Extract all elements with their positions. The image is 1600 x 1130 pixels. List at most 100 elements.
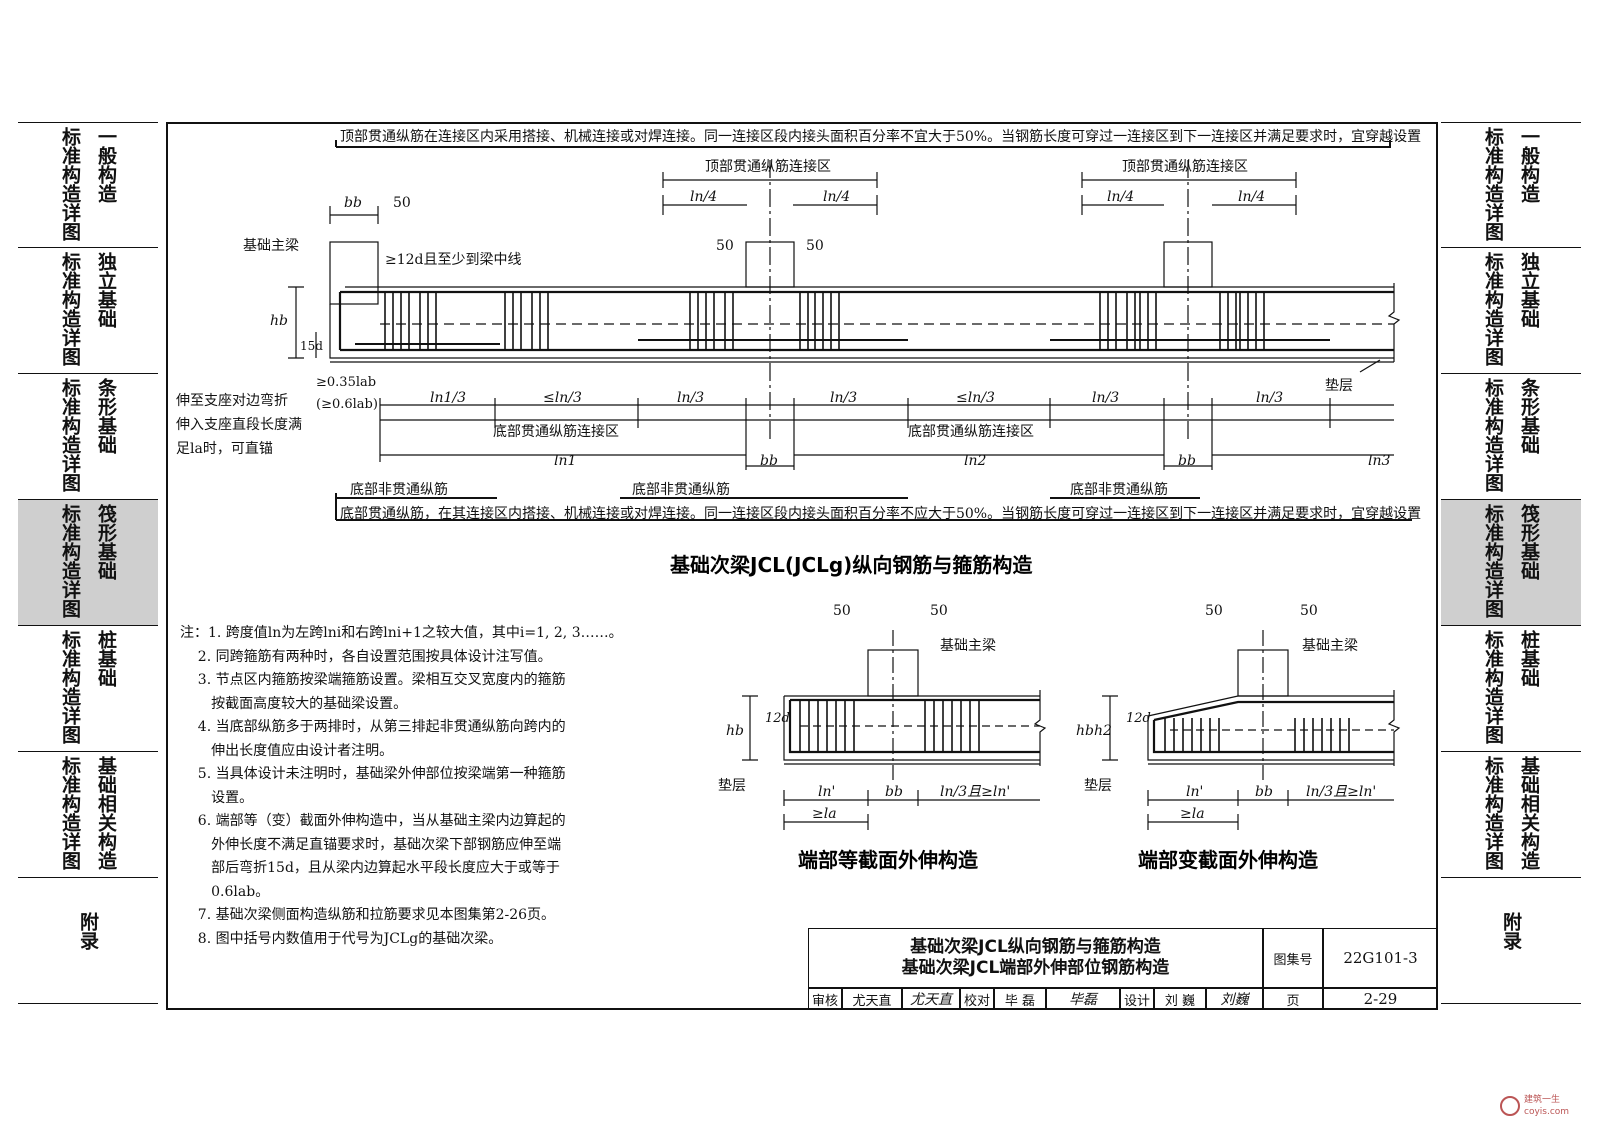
sidebar-tab-appendix[interactable]: 附录	[18, 878, 158, 1004]
dim-le-ln3-a: ≤ln/3	[543, 390, 582, 406]
detail-right-50b: 50	[1300, 603, 1318, 619]
dim-bb-1: bb	[760, 453, 778, 469]
sidebar-tab-pile[interactable]: 标准构造详图桩基础	[1441, 626, 1581, 752]
detail-left-cushion: 垫层	[718, 778, 746, 794]
dim-ln3-a: ln/3	[677, 390, 704, 406]
dim-50-b: 50	[806, 238, 824, 254]
note-line: 7. 基础次梁侧面构造纵筋和拉筋要求见本图集第2-26页。	[180, 907, 556, 923]
detail-right-50a: 50	[1205, 603, 1223, 619]
detail-right-bb: bb	[1255, 784, 1273, 800]
detail-right-ln-prime: ln'	[1186, 784, 1203, 800]
sidebar-tab-appendix[interactable]: 附录	[1441, 878, 1581, 1004]
detail-right-hb: hb	[1076, 723, 1094, 739]
design-label: 设计	[1120, 988, 1154, 1010]
dim-hb: hb	[270, 313, 288, 329]
note-line: 5. 当具体设计未注明时，基础梁外伸部位按梁端第一种箍筋	[180, 766, 566, 782]
main-title: 基础次梁JCL(JCLg)纵向钢筋与箍筋构造	[670, 553, 1033, 577]
dim-ln4-b: ln/4	[823, 189, 850, 205]
top-note: 顶部贯通纵筋在连接区内采用搭接、机械连接或对焊连接。同一连接区段内接头面积百分率…	[340, 128, 1421, 145]
page-number: 2-29	[1323, 988, 1438, 1010]
dim-ln3-end: ln3	[1368, 453, 1390, 469]
detail-left-hb: hb	[726, 723, 744, 739]
detail-left-la: ≥la	[812, 806, 837, 822]
sidebar-tab-related[interactable]: 标准构造详图基础相关构造	[1441, 752, 1581, 878]
detail-right-h2: h2	[1094, 723, 1112, 739]
drawing-frame	[166, 122, 1438, 1010]
sidebar-tab-raft[interactable]: 标准构造详图筏形基础	[18, 500, 158, 626]
atlas-label: 图集号	[1263, 928, 1323, 988]
note-line: 4. 当底部纵筋多于两排时，从第三排起非贯通纵筋向跨内的	[180, 719, 566, 735]
dim-ln1: ln1	[554, 453, 576, 469]
bottom-zone-label-2: 底部贯通纵筋连接区	[908, 423, 1034, 440]
dim-bb-2: bb	[1178, 453, 1196, 469]
detail-left-ln-prime: ln'	[818, 784, 835, 800]
title-block: 基础次梁JCL纵向钢筋与箍筋构造基础次梁JCL端部外伸部位钢筋构造 图集号 22…	[808, 928, 1438, 1010]
sidebar-tab-isolated[interactable]: 标准构造详图独立基础	[1441, 248, 1581, 374]
note-line: 设置。	[180, 789, 254, 806]
sidebar-tab-isolated[interactable]: 标准构造详图独立基础	[18, 248, 158, 374]
note-line: 8. 图中括号内数值用于代号为JCLg的基础次梁。	[180, 930, 503, 947]
bottom-note: 底部贯通纵筋，在其连接区内搭接、机械连接或对焊连接。同一连接区段内接头面积百分率…	[340, 505, 1421, 522]
top-zone-label-1: 顶部贯通纵筋连接区	[705, 158, 831, 175]
anchor-len: ≥0.35lab	[316, 375, 376, 390]
sidebar-tab-pile[interactable]: 标准构造详图桩基础	[18, 626, 158, 752]
detail-right-12d: 12d	[1126, 711, 1151, 726]
note-line: 按截面高度较大的基础梁设置。	[180, 695, 408, 712]
dim-50-top: 50	[393, 195, 411, 211]
note-line: 伸出长度值应由设计者注明。	[180, 742, 394, 759]
detail-right-main-beam: 基础主梁	[1302, 637, 1358, 654]
dim-ln3-b: ln/3	[830, 390, 857, 406]
detail-left-right-dim: ln/3且≥ln'	[940, 784, 1010, 800]
sidebar-tab-strip[interactable]: 标准构造详图条形基础	[18, 374, 158, 500]
dim-ln3-c: ln/3	[1092, 390, 1119, 406]
dim-ln1-3: ln1/3	[430, 390, 466, 406]
cushion-label: 垫层	[1325, 378, 1353, 394]
designer: 刘 巍	[1154, 988, 1206, 1010]
detail-left-title: 端部等截面外伸构造	[798, 848, 979, 872]
check-label: 校对	[960, 988, 994, 1010]
top-zone-label-2: 顶部贯通纵筋连接区	[1122, 158, 1248, 175]
detail-left-bb: bb	[885, 784, 903, 800]
designer-signature: 刘巍	[1206, 988, 1263, 1010]
dim-le-ln3-b: ≤ln/3	[956, 390, 995, 406]
dim-ln4-d: ln/4	[1238, 189, 1265, 205]
dim-15d: 15d	[300, 339, 323, 353]
sidebar-tab-related[interactable]: 标准构造详图基础相关构造	[18, 752, 158, 878]
note-line: 0.6lab。	[180, 883, 270, 900]
dim-ln4-c: ln/4	[1107, 189, 1134, 205]
note-line: 6. 端部等（变）截面外伸构造中，当从基础主梁内边算起的	[180, 813, 566, 829]
svg-text:coyis.com: coyis.com	[1524, 1107, 1569, 1117]
side-note-1: 伸至支座对边弯折	[176, 392, 288, 409]
detail-right-right-dim: ln/3且≥ln'	[1306, 784, 1376, 800]
sidebar-tab-general[interactable]: 标准构造详图一般构造	[1441, 122, 1581, 248]
checker: 毕 磊	[994, 988, 1046, 1010]
review-label: 审核	[808, 988, 842, 1010]
anchor-len-g: (≥0.6lab)	[316, 397, 378, 412]
sidebar-tab-raft[interactable]: 标准构造详图筏形基础	[1441, 500, 1581, 626]
detail-left-main-beam: 基础主梁	[940, 637, 996, 654]
non-through-1: 底部非贯通纵筋	[350, 481, 448, 498]
detail-left-12d: 12d	[765, 711, 790, 726]
detail-left-50b: 50	[930, 603, 948, 619]
note-line: 外伸长度不满足直锚要求时，基础次梁下部钢筋应伸至端	[180, 836, 562, 853]
dim-50-a: 50	[716, 238, 734, 254]
bottom-zone-label-1: 底部贯通纵筋连接区	[493, 423, 619, 440]
sidebar-tab-strip[interactable]: 标准构造详图条形基础	[1441, 374, 1581, 500]
sidebar-left: 标准构造详图一般构造 标准构造详图独立基础 标准构造详图条形基础 标准构造详图筏…	[18, 122, 158, 1004]
reviewer: 尤天直	[842, 988, 902, 1010]
reviewer-signature: 尤天直	[902, 988, 960, 1010]
detail-left-50a: 50	[833, 603, 851, 619]
detail-right-title: 端部变截面外伸构造	[1138, 848, 1319, 872]
checker-signature: 毕磊	[1046, 988, 1120, 1010]
dim-ln3-d: ln/3	[1256, 390, 1283, 406]
non-through-2: 底部非贯通纵筋	[632, 481, 730, 498]
side-note-2: 伸入支座直段长度满	[176, 416, 302, 433]
detail-right-la: ≥la	[1180, 806, 1205, 822]
sidebar-tab-general[interactable]: 标准构造详图一般构造	[18, 122, 158, 248]
dim-ln2: ln2	[964, 453, 986, 469]
note-line: 2. 同跨箍筋有两种时，各自设置范围按具体设计注写值。	[180, 648, 552, 665]
dim-ln4-a: ln/4	[690, 189, 717, 205]
anchor-label: ≥12d且至少到梁中线	[385, 252, 522, 268]
note-line: 部后弯折15d，且从梁内边算起水平段长度应大于或等于	[180, 860, 560, 876]
